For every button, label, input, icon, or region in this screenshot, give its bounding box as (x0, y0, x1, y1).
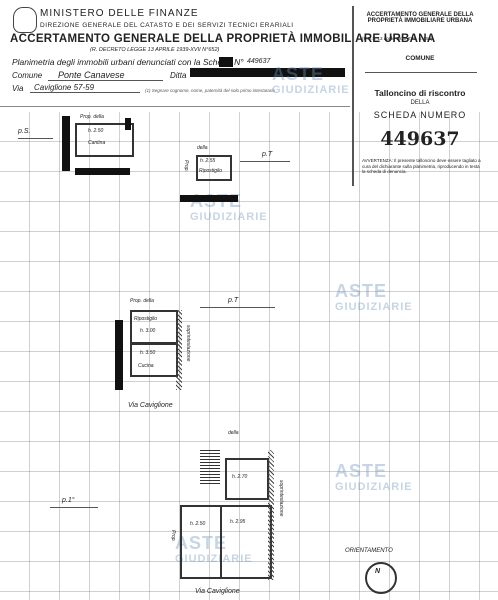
della-label: della (197, 145, 208, 151)
pt-underline-2 (200, 307, 275, 308)
height-ripostiglio: h. 2.55 (200, 158, 216, 164)
watermark-subtext: GIUDIZIARIE (335, 301, 413, 313)
comune-underline (48, 80, 163, 81)
voucher-comune-line (365, 72, 477, 73)
watermark-subtext: GIUDIZIARIE (272, 84, 350, 96)
voucher-title: ACCERTAMENTO GENERALE DELLA PROPRIETÀ IM… (366, 12, 474, 24)
ps-underline (18, 138, 53, 139)
via-underline (30, 92, 140, 93)
ministry-name: MINISTERO DELLE FINANZE (40, 8, 199, 19)
staircase (200, 450, 220, 485)
height-left: h. 2.50 (190, 521, 206, 527)
watermark-subtext: GIUDIZIARIE (335, 481, 413, 493)
north-label: N (375, 568, 381, 575)
street-label-1: Via Caviglione (128, 402, 173, 409)
label-ripostiglio-2: Ripostiglio (134, 316, 158, 322)
floor-label-p1: p.1° (62, 497, 75, 504)
footnote: (1) Segnare cognome, nome, paternità del… (145, 88, 275, 93)
height-ripostiglio-2: h. 3.00 (140, 328, 156, 334)
voucher-rdl: (R.D.L. 13 aprile 1939-XVII, n. 652) (362, 36, 433, 41)
watermark-text: ASTE (175, 533, 228, 553)
header-divider (0, 106, 350, 107)
planimetria-label: Planimetria degli immobili urbani denunc… (12, 57, 244, 67)
comune-label: Comune (12, 71, 43, 80)
prop-label-p1: Prop. (170, 530, 176, 542)
voucher-della: DELLA (410, 100, 430, 106)
watermark-subtext: GIUDIZIARIE (175, 553, 253, 565)
ditta-label: Ditta (170, 71, 187, 80)
voucher-scheda-label: SCHEDA NUMERO (373, 110, 467, 120)
height-upper: h. 2.70 (232, 474, 248, 480)
della-label-2: della (228, 430, 239, 436)
prop-label-rip: Prop. (183, 160, 189, 172)
watermark-text: ASTE (272, 64, 325, 84)
voucher-panel (352, 6, 492, 186)
watermark-subtext: GIUDIZIARIE (190, 211, 268, 223)
door-mark (125, 118, 131, 130)
label-cucina: Cucina (138, 363, 154, 369)
emblem-icon (13, 7, 37, 33)
room-left (180, 505, 222, 579)
wall-block (62, 116, 70, 171)
direzione-name: DIREZIONE GENERALE DEL CATASTO E DEI SER… (40, 22, 294, 29)
orientation-label: ORIENTAMENTO (345, 548, 393, 554)
prop-label-cucina: Prop. della (130, 298, 154, 304)
via-value: Caviglione 57-59 (34, 83, 95, 92)
wall-block (75, 168, 130, 175)
voucher-comune-label: COMUNE (405, 55, 435, 62)
label-cantina: Cantina (88, 140, 106, 146)
decreto-reference: (R. DECRETO LEGGE 13 APRILE 1939-XVII N°… (90, 47, 220, 53)
sopr-label-2: soprintestazione (278, 480, 284, 517)
graph-paper-grid (0, 112, 498, 600)
room-cantina (75, 123, 134, 157)
redaction-mark (219, 57, 233, 67)
hatched-wall (176, 310, 182, 390)
comune-value: Ponte Canavese (58, 70, 125, 80)
p1-underline (50, 507, 98, 508)
sopr-label-1: soprintestazione (185, 325, 191, 362)
watermark-text: ASTE (335, 281, 388, 301)
watermark-text: ASTE (335, 461, 388, 481)
floor-label-ps: p.S. (18, 128, 31, 135)
document-title: ACCERTAMENTO GENERALE DELLA PROPRIETÀ IM… (10, 33, 436, 45)
street-label-2: Via Caviglione (195, 588, 240, 595)
hatched-wall-2 (268, 450, 274, 580)
wall-block (180, 195, 238, 202)
voucher-talloncino: Talloncino di riscontro (374, 88, 466, 98)
compass-icon (365, 562, 397, 594)
scheda-number: 449637 (247, 58, 271, 65)
height-cantina: h. 2.50 (88, 128, 104, 134)
via-label: Via (12, 84, 24, 93)
room-right (220, 505, 272, 579)
floor-label-pt-1: p.T (262, 151, 273, 158)
label-ripostiglio: Ripostiglio (199, 168, 223, 174)
voucher-avvertenza: AVVERTENZA: Il presente talloncino deve … (362, 158, 481, 174)
pt-underline-1 (240, 161, 290, 162)
height-right: h. 2.95 (230, 519, 246, 525)
ditta-redaction (190, 68, 345, 77)
floor-label-pt-2: p.T (228, 297, 239, 304)
room-ripostiglio (196, 155, 232, 181)
wall-block (115, 320, 123, 390)
prop-label-cantina: Prop. della (80, 114, 104, 120)
voucher-scheda-number: 449637 (380, 128, 460, 150)
room-cucina (130, 343, 178, 377)
height-cucina: h. 3.50 (140, 350, 156, 356)
